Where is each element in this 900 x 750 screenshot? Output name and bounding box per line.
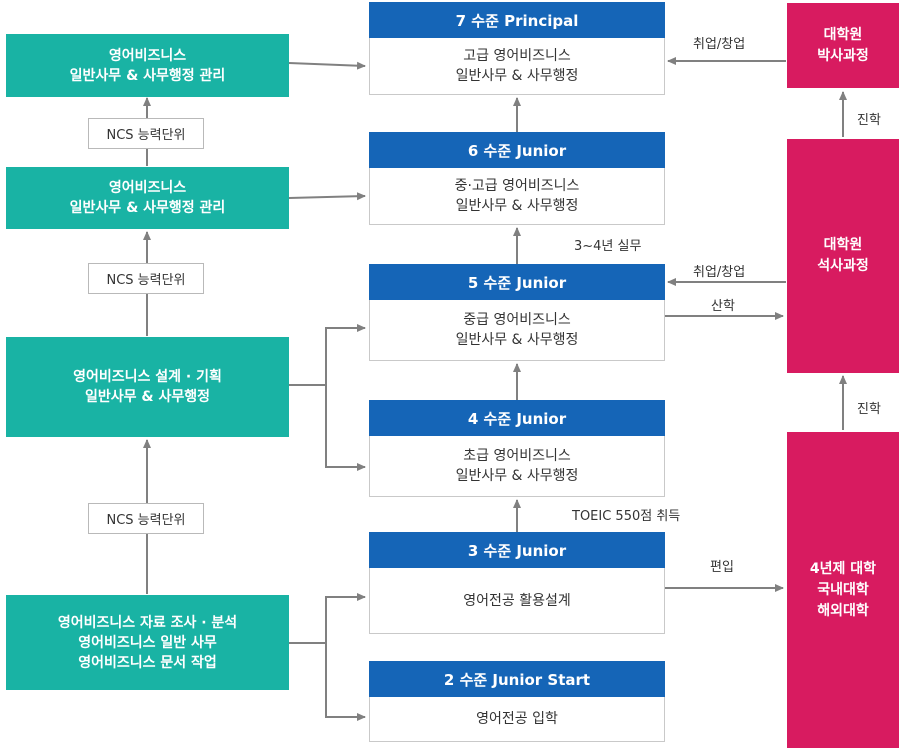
level-4-title: 4 수준 Junior (369, 400, 665, 436)
level-4-box: 4 수준 Junior 초급 영어비즈니스 일반사무 & 사무행정 (369, 400, 665, 497)
label-advance-top: 진학 (857, 113, 881, 128)
university-box: 4년제 대학 국내대학 해외대학 (787, 432, 899, 748)
ncs-unit-label-3: NCS 능력단위 (88, 503, 204, 534)
level-3-body: 영어전공 활용설계 (463, 592, 571, 609)
master-program-box: 대학원 석사과정 (787, 139, 899, 373)
label-advance-bottom: 진학 (857, 402, 881, 417)
ncs-unit-label-2: NCS 능력단위 (88, 263, 204, 294)
level-3-box: 3 수준 Junior 영어전공 활용설계 (369, 532, 665, 634)
left-box-management-top: 영어비즈니스 일반사무 & 사무행정 관리 (6, 34, 289, 97)
left-box-design-planning: 영어비즈니스 설계 · 기획 일반사무 & 사무행정 (6, 337, 289, 437)
level-2-title: 2 수준 Junior Start (369, 661, 665, 697)
level-6-box: 6 수준 Junior 중·고급 영어비즈니스 일반사무 & 사무행정 (369, 132, 665, 225)
level-7-box: 7 수준 Principal 고급 영어비즈니스 일반사무 & 사무행정 (369, 2, 665, 95)
level-6-title: 6 수준 Junior (369, 132, 665, 168)
level-3-title: 3 수준 Junior (369, 532, 665, 568)
level-4-body: 초급 영어비즈니스 일반사무 & 사무행정 (455, 448, 579, 484)
label-industry-academic: 산학 (711, 299, 735, 314)
level-5-body: 중급 영어비즈니스 일반사무 & 사무행정 (455, 312, 579, 348)
label-transfer: 편입 (710, 560, 734, 575)
level-5-box: 5 수준 Junior 중급 영어비즈니스 일반사무 & 사무행정 (369, 264, 665, 361)
label-toeic: TOEIC 550점 취득 (572, 509, 681, 524)
left-box-management: 영어비즈니스 일반사무 & 사무행정 관리 (6, 167, 289, 229)
level-2-body: 영어전공 입학 (476, 711, 558, 727)
ncs-unit-label-1: NCS 능력단위 (88, 118, 204, 149)
label-work-experience: 3~4년 실무 (574, 239, 642, 254)
label-employment-mid: 취업/창업 (693, 265, 746, 280)
left-box-research-analysis: 영어비즈니스 자료 조사 · 분석 영어비즈니스 일반 사무 영어비즈니스 문서… (6, 595, 289, 690)
doctoral-program-box: 대학원 박사과정 (787, 3, 899, 88)
level-7-body: 고급 영어비즈니스 일반사무 & 사무행정 (455, 48, 579, 84)
level-6-body: 중·고급 영어비즈니스 일반사무 & 사무행정 (454, 178, 580, 214)
level-7-title: 7 수준 Principal (369, 2, 665, 38)
level-2-box: 2 수준 Junior Start 영어전공 입학 (369, 661, 665, 742)
label-employment-top: 취업/창업 (693, 37, 746, 52)
level-5-title: 5 수준 Junior (369, 264, 665, 300)
